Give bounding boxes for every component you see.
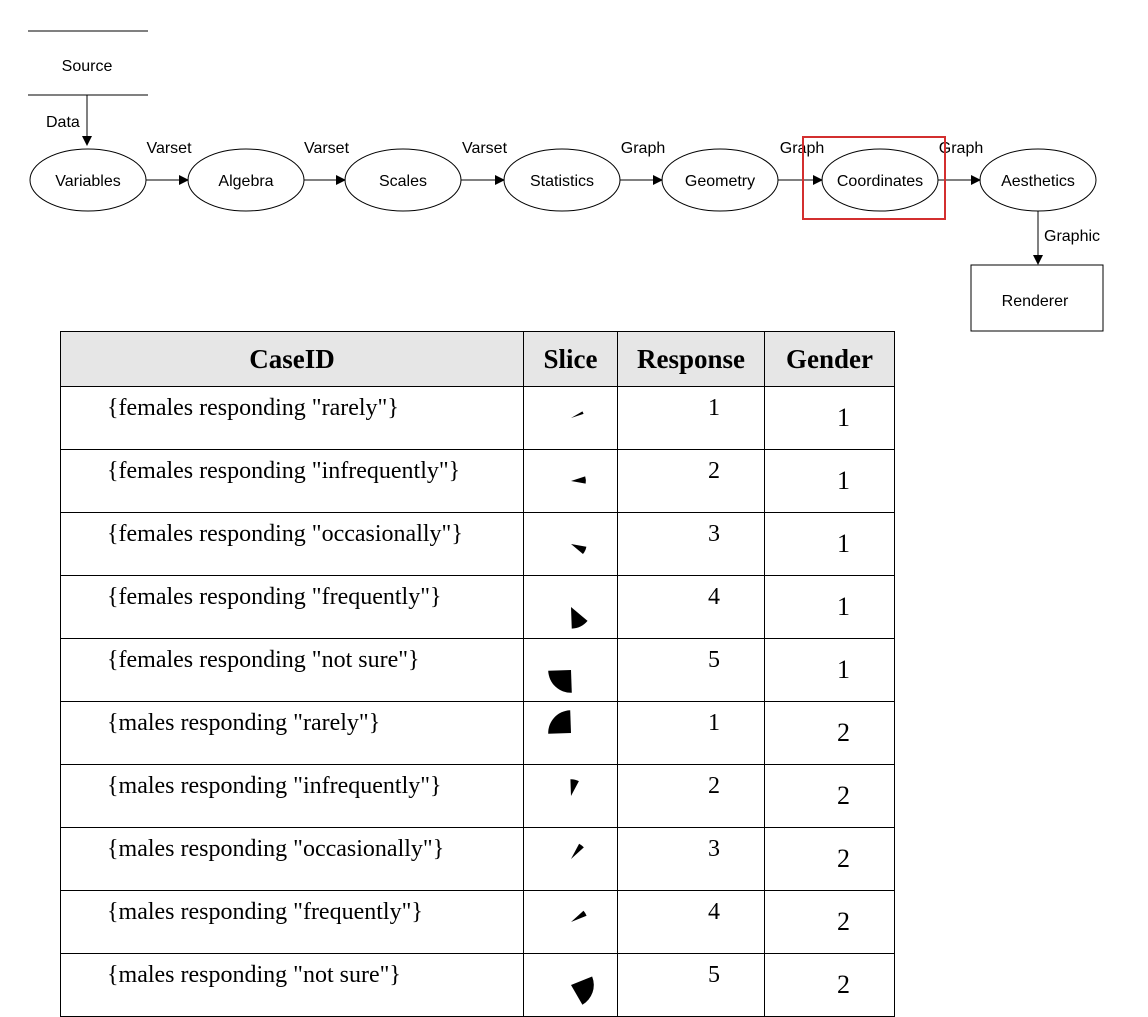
cell-slice (523, 386, 618, 450)
slice-wedge (547, 710, 571, 734)
cell-gender: 2 (764, 890, 895, 954)
cell-slice (523, 575, 618, 639)
header-slice: Slice (523, 331, 618, 387)
renderer-label: Renderer (1002, 293, 1069, 310)
cell-slice (523, 512, 618, 576)
cell-slice (523, 890, 618, 954)
header-response: Response (617, 331, 765, 387)
slice-wedge (547, 670, 572, 693)
cell-caseid: {females responding "not sure"} (60, 638, 524, 702)
cell-caseid: {males responding "infrequently"} (60, 764, 524, 828)
data-label: Data (46, 114, 80, 131)
edge-label-3: Varset (462, 140, 508, 157)
cell-response: 3 (617, 512, 765, 576)
node-label-statistics: Statistics (530, 173, 594, 190)
table-header-row: CaseID Slice Response Gender (60, 331, 895, 387)
slice-wedge-icon (547, 670, 572, 693)
slice-wedge-icon (570, 411, 584, 418)
cell-slice (523, 764, 618, 828)
slice-wedge (570, 544, 586, 555)
node-label-aesthetics: Aesthetics (1001, 173, 1075, 190)
cell-slice (523, 827, 618, 891)
highlight-box (802, 136, 946, 220)
cell-caseid: {males responding "not sure"} (60, 953, 524, 1017)
cell-caseid: {females responding "occasionally"} (60, 512, 524, 576)
cell-caseid: {females responding "infrequently"} (60, 449, 524, 513)
slice-wedge-icon (569, 779, 579, 796)
source-label: Source (62, 58, 113, 75)
cell-slice (523, 953, 618, 1017)
cell-response: 1 (617, 701, 765, 765)
slice-wedge-icon (570, 910, 587, 922)
cell-gender: 1 (764, 512, 895, 576)
slice-wedge (569, 779, 579, 796)
cell-gender: 1 (764, 449, 895, 513)
header-caseid: CaseID (60, 331, 524, 387)
slice-wedge-icon (570, 607, 588, 629)
slice-wedge-icon (570, 476, 586, 484)
graphic-label: Graphic (1044, 228, 1100, 245)
node-label-algebra: Algebra (218, 173, 273, 190)
cell-gender: 1 (764, 638, 895, 702)
cell-gender: 2 (764, 827, 895, 891)
slice-wedge-icon (570, 544, 586, 555)
node-label-geometry: Geometry (685, 173, 755, 190)
pipeline-diagram: Source Data Variables Algebra Scales Statis… (28, 30, 1104, 332)
edge-label-1: Varset (146, 140, 192, 157)
cell-caseid: {males responding "rarely"} (60, 701, 524, 765)
cell-caseid: {males responding "frequently"} (60, 890, 524, 954)
cell-response: 4 (617, 575, 765, 639)
cell-slice (523, 638, 618, 702)
pipeline-nodes: Variables Algebra Scales Statistics Geometry… (29, 148, 1097, 212)
slice-wedge (570, 607, 588, 629)
edge-label-2: Varset (304, 140, 350, 157)
cell-response: 5 (617, 638, 765, 702)
slice-wedge-icon (570, 976, 594, 1005)
slice-wedge (570, 976, 594, 1005)
cell-response: 4 (617, 890, 765, 954)
edge-label-4: Graph (621, 140, 665, 157)
node-label-coordinates: Coordinates (837, 173, 923, 190)
cell-response: 5 (617, 953, 765, 1017)
cell-slice (523, 701, 618, 765)
case-table: CaseID Slice Response Gender {females re… (60, 331, 895, 1017)
cell-gender: 2 (764, 953, 895, 1017)
cell-caseid: {females responding "frequently"} (60, 575, 524, 639)
cell-slice (523, 449, 618, 513)
cell-response: 3 (617, 827, 765, 891)
slice-wedge (570, 476, 586, 484)
cell-caseid: {females responding "rarely"} (60, 386, 524, 450)
header-gender: Gender (764, 331, 895, 387)
cell-caseid: {males responding "occasionally"} (60, 827, 524, 891)
cell-gender: 2 (764, 764, 895, 828)
slice-wedge (570, 411, 584, 418)
cell-gender: 2 (764, 701, 895, 765)
cell-response: 1 (617, 386, 765, 450)
cell-gender: 1 (764, 386, 895, 450)
slice-wedge-icon (570, 843, 584, 859)
cell-response: 2 (617, 449, 765, 513)
renderer-box (970, 264, 1104, 332)
cell-response: 2 (617, 764, 765, 828)
slice-wedge (570, 910, 587, 922)
node-label-variables: Variables (55, 173, 121, 190)
slice-wedge (570, 843, 584, 859)
cell-gender: 1 (764, 575, 895, 639)
node-label-scales: Scales (379, 173, 427, 190)
slice-wedge-icon (547, 710, 571, 734)
edge-label-6: Graph (939, 140, 983, 157)
